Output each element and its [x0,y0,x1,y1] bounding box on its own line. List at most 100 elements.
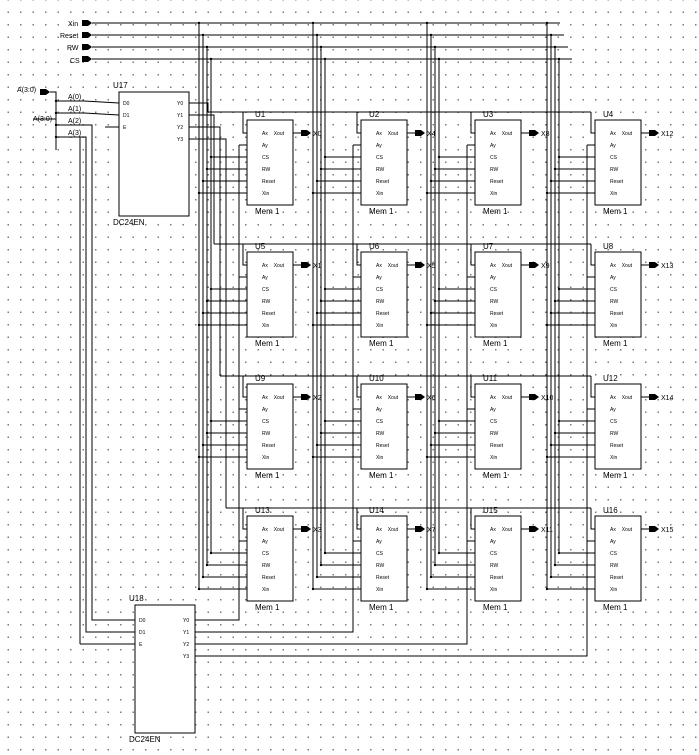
memory-pin-label: Reset [376,443,390,449]
components: U17DC24END0D1EY0Y1Y2Y3U18DC24END0D1EY0Y1… [40,20,674,744]
memory-pin-label: Ax [376,131,382,137]
memory-pin-label: Xin [262,323,269,329]
u18-output-wire [195,145,468,645]
u17-output-wire [189,114,215,244]
memory-cell-type: Mem 1 [255,207,280,216]
junction-dot [549,311,553,315]
junction-dot [205,431,209,435]
memory-cell-name: U14 [369,506,384,515]
junction-dot [545,323,549,327]
decoder-input-pin: E [123,125,127,131]
memory-cell-type: Mem 1 [483,603,508,612]
memory-pin-label: CS [376,155,384,161]
memory-cell-name: U7 [483,242,494,251]
ax-drop [470,244,475,266]
memory-pin-label: CS [610,419,618,425]
memory-cell-name: U15 [483,506,498,515]
memory-pin-label: CS [262,155,270,161]
decoder-u18-body [134,604,196,734]
u17-output-wire [189,126,221,376]
memory-pin-label: Xout [274,395,285,401]
decoder-input-pin: D0 [123,101,130,107]
output-port-label: X5 [427,263,436,270]
junction-dot [315,311,319,315]
decoder-input-pin: D0 [139,618,146,624]
memory-cell-body [594,119,642,206]
junction-dot [557,57,561,61]
junction-dot [197,323,201,327]
output-port-marker [529,262,539,268]
memory-pin-label: Xin [490,323,497,329]
junction-dot [437,57,441,61]
junction-dot [209,155,213,159]
junction-dot [319,167,323,171]
port-rw-label: RW [67,45,79,52]
memory-pin-label: Xin [610,587,617,593]
junction-dot [319,45,323,49]
memory-pin-label: Reset [262,443,276,449]
output-port-marker [415,262,425,268]
memory-pin-label: RW [490,299,499,305]
memory-cell-body [360,515,408,602]
output-port-label: X3 [313,527,322,534]
junction-dot [311,191,315,195]
junction-dot [549,33,553,37]
memory-cell-type: Mem 1 [255,603,280,612]
memory-pin-label: Ax [610,395,616,401]
memory-pin-label: Ay [610,143,616,149]
memory-pin-label: Xout [388,395,399,401]
decoder-output-pin: Y2 [177,125,183,131]
memory-pin-label: CS [490,419,498,425]
junction-dot [54,135,58,139]
ax-drop [470,112,475,134]
junction-dot [425,191,429,195]
memory-cell-body [246,119,294,206]
memory-cell-type: Mem 1 [369,603,394,612]
u18-output-wire [195,145,240,621]
junction-dot [311,455,315,459]
output-port-label: X11 [541,527,553,534]
memory-pin-label: Ay [262,143,268,149]
memory-pin-label: Xin [376,323,383,329]
port-xin-label: Xin [68,21,78,28]
junction-dot [429,575,433,579]
memory-pin-label: Reset [262,575,276,581]
memory-cell-type: Mem 1 [603,207,628,216]
output-port-marker [529,130,539,136]
memory-cell-body [474,515,522,602]
u18-output-wire [195,145,588,657]
junction-dot [197,455,201,459]
decoder-input-pin: D1 [123,113,130,119]
output-port-marker [415,394,425,400]
junction-dot [433,299,437,303]
memory-pin-label: RW [490,431,499,437]
addr-a3-wire [84,136,135,633]
ax-drop [242,508,247,530]
junction-dot [54,99,58,103]
junction-dot [197,587,201,591]
labels: Xin Reset RW CS A(3:0) A(3:0) A(0) A(1) … [17,21,81,137]
junction-dot [205,563,209,567]
u17-output-wire [189,102,209,112]
output-port-label: X7 [427,527,436,534]
decoder-output-pin: Y0 [183,618,189,624]
memory-pin-label: Xout [622,263,633,269]
memory-pin-label: Xin [376,191,383,197]
junction-dot [209,419,213,423]
memory-cell-body [594,251,642,338]
junction-dot [205,299,209,303]
junction-dot [545,21,549,25]
ax-drop [590,376,595,398]
addr-a0-wire [83,100,120,104]
memory-cell-name: U9 [255,374,266,383]
junction-dot [557,287,561,291]
junction-dot [209,287,213,291]
junction-dot [433,563,437,567]
memory-pin-label: RW [610,167,619,173]
